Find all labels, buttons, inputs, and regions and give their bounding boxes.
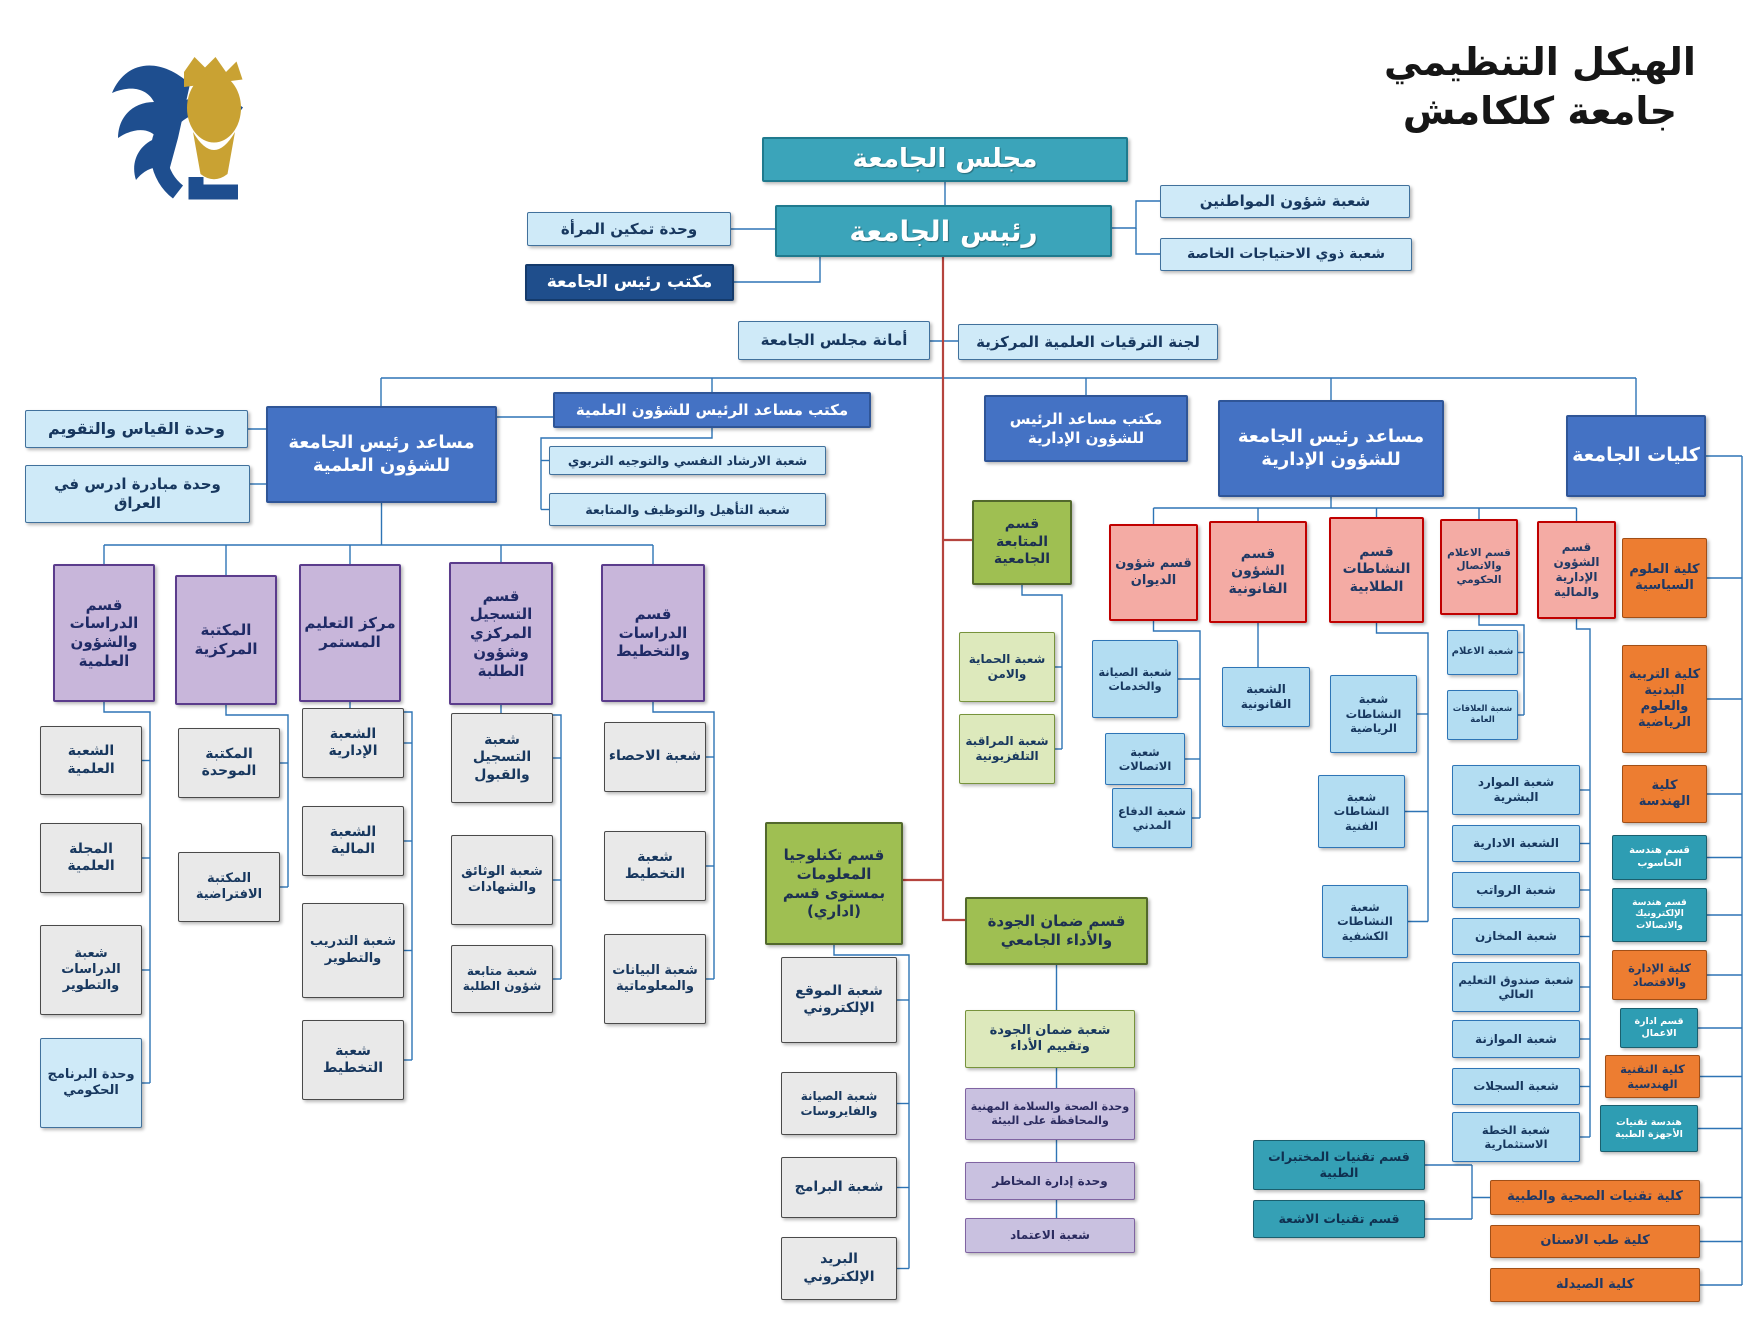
sci-assistant-office: مكتب مساعد الرئيس للشؤون العلمية [553, 392, 871, 428]
sci-assistant: مساعد رئيس الجامعة للشؤون العلمية [266, 406, 497, 503]
measurement-unit: وحدة القياس والتقويم [25, 410, 248, 448]
chart-title-line1: الهيكل التنظيمي [1384, 40, 1696, 84]
chart-title-line2: جامعة كلكامش [1402, 89, 1678, 134]
special-needs-div: شعبة ذوي الاحتياجات الخاصة [1160, 238, 1412, 271]
budget-div: شعبة الموازنة [1452, 1020, 1580, 1058]
admin-econ-college: كلية الإدارة والاقتصاد [1612, 950, 1707, 1000]
colleges: كليات الجامعة [1566, 415, 1706, 497]
hr-div: شعبة الموارد البشرية [1452, 765, 1580, 815]
sports-activities-div: شعبة النشاطات الرياضية [1330, 675, 1417, 753]
med-devices-dept: هندسة تقنيات الأجهزة الطبية [1600, 1105, 1698, 1152]
dentistry-college: كلية طب الاسنان [1490, 1225, 1700, 1258]
scientific-journal: المجلة العلمية [40, 823, 142, 893]
planning-div2: شعبة التخطيط [604, 831, 706, 901]
student-activities-dept: قسم النشاطات الطلابية [1329, 517, 1424, 623]
finance-div-edu: الشعبة المالية [302, 806, 404, 876]
training-dev-div: شعبة التدريب والتطوير [302, 903, 404, 998]
he-fund-div: شعبة صندوق التعليم العالي [1452, 962, 1580, 1012]
med-lab-dept: قسم تقنيات المختبرات الطبية [1253, 1140, 1425, 1190]
quality-assurance-div: شعبة ضمان الجودة وتقييم الأداء [965, 1010, 1135, 1068]
logo-head-icon [184, 57, 243, 180]
email-div: البريد الإلكتروني [781, 1237, 897, 1300]
bus-admin-dept: قسم ادارة الاعمال [1620, 1008, 1698, 1048]
art-activities-div: شعبة النشاطات الفنية [1318, 775, 1405, 848]
risk-mgmt-unit: وحدة إدارة المخاطر [965, 1162, 1135, 1200]
qualification-div: شعبة التأهيل والتوظيف والمتابعة [549, 493, 826, 526]
council-secretariat: أمانة مجلس الجامعة [738, 321, 930, 360]
promotions-committee: لجنة الترقيات العلمية المركزية [958, 324, 1218, 360]
programs-div: شعبة البرامج [781, 1157, 897, 1218]
legal-dept: قسم الشؤون القانونية [1209, 521, 1307, 623]
council: مجلس الجامعة [762, 137, 1128, 182]
maintenance-viruses-div: شعبة الصيانة والفايروسات [781, 1072, 897, 1135]
investment-plan-div: شعبة الخطة الاستثمارية [1452, 1112, 1580, 1162]
media-dept: قسم الاعلام والاتصال الحكومي [1440, 519, 1518, 615]
records-div: شعبة السجلات [1452, 1068, 1580, 1105]
public-relations-div: شعبة العلاقات العامة [1447, 690, 1518, 740]
chart-title: الهيكل التنظيمي جامعة كلكامش [1380, 38, 1700, 137]
president-office: مكتب رئيس الجامعة [525, 264, 734, 301]
citizens-div: شعبة شؤون المواطنين [1160, 185, 1410, 218]
university-logo [112, 57, 244, 200]
virtual-library: المكتبة الافتراضية [178, 852, 280, 922]
comp-eng-dept: قسم هندسة الحاسوب [1612, 835, 1707, 880]
studies-sci-dept: قسم الدراسات والشؤون العلمية [53, 564, 155, 702]
tv-monitoring-div: شعبة المراقبة التلفزيونية [959, 714, 1055, 784]
civil-defense-div: شعبة الدفاع المدني [1112, 788, 1192, 848]
women-unit: وحدة تمكين المرأة [527, 212, 731, 246]
studies-dev-div: شعبة الدراسات والتطوير [40, 925, 142, 1015]
warehouses-div: شعبة المخازن [1452, 918, 1580, 955]
health-safety-unit: وحدة الصحة والسلامة المهنية والمحافظة عل… [965, 1088, 1135, 1140]
scientific-div: الشعبة العلمية [40, 726, 142, 795]
accreditation-div: شعبة الاعتماد [965, 1218, 1135, 1253]
elec-eng-dept: قسم هندسة الإلكترونيك والاتصالات [1612, 888, 1707, 942]
maintenance-services-div: شعبة الصيانة والخدمات [1092, 640, 1178, 718]
health-med-college: كلية تقنيات الصحية والطبية [1490, 1180, 1700, 1215]
eng-college: كلية الهندسة [1622, 765, 1707, 823]
media-div: شعبة الاعلام [1447, 630, 1518, 675]
protection-div: شعبة الحماية والامن [959, 632, 1055, 702]
polsci-college: كلية العلوم السياسية [1622, 538, 1707, 618]
it-dept: قسم تكنلوجيا المعلومات بمستوى قسم (اداري… [765, 822, 903, 945]
planning-div-edu: شعبة التخطيط [302, 1020, 404, 1100]
admin-div-edu: الشعبة الإدارية [302, 708, 404, 778]
registration-dept: قسم التسجيل المركزي وشؤون الطلبة [449, 562, 553, 705]
gov-program-unit: وحدة البرنامج الحكومي [40, 1038, 142, 1128]
cont-edu-center: مركز التعليم المستمر [299, 564, 401, 702]
admin-assistant: مساعد رئيس الجامعة للشؤون الإدارية [1218, 400, 1444, 497]
monitoring-dept: قسم المتابعة الجامعية [972, 500, 1072, 585]
pe-college: كلية التربية البدنية والعلوم الرياضية [1622, 645, 1707, 753]
student-affairs-div: شعبة متابعة شؤون الطلبة [451, 945, 553, 1013]
legal-div: الشعبة القانونية [1222, 667, 1310, 727]
website-div: شعبة الموقع الإلكتروني [781, 957, 897, 1043]
admin-assistant-office: مكتب مساعد الرئيس للشؤون الإدارية [984, 395, 1188, 462]
diwan-dept: قسم شؤون الديوان [1109, 524, 1198, 621]
pharmacy-college: كلية الصيدلة [1490, 1268, 1700, 1302]
central-library: المكتبة المركزية [175, 575, 277, 705]
data-informatics-div: شعبة البيانات والمعلوماتية [604, 934, 706, 1024]
quality-dept: قسم ضمان الجودة والأداء الجامعي [965, 897, 1148, 965]
documents-div: شعبة الوثائق والشهادات [451, 835, 553, 925]
radiology-dept: قسم تقنيات الاشعة [1253, 1200, 1425, 1238]
unified-library: المكتبة الموحدة [178, 728, 280, 798]
admin-div-right: الشعبة الادارية [1452, 825, 1580, 862]
statistics-div: شعبة الاحصاء [604, 722, 706, 792]
studies-planning-dept: قسم الدراسات والتخطيط [601, 564, 705, 702]
reg-admission-div: شعبة التسجيل والقبول [451, 713, 553, 803]
study-iraq-unit: وحدة مبادرة ادرس في العراق [25, 465, 250, 523]
counseling-div: شعبة الارشاد النفسي والتوجيه التربوي [549, 446, 826, 475]
president: رئيس الجامعة [775, 205, 1112, 257]
admin-finance-dept: قسم الشؤون الإدارية والمالية [1537, 521, 1616, 619]
scout-activities-div: شعبة النشاطات الكشفية [1322, 885, 1408, 958]
communications-div: شعبة الاتصالات [1105, 733, 1185, 785]
salaries-div: شعبة الرواتب [1452, 872, 1580, 908]
tech-eng-college: كلية التقنية الهندسية [1605, 1055, 1700, 1098]
